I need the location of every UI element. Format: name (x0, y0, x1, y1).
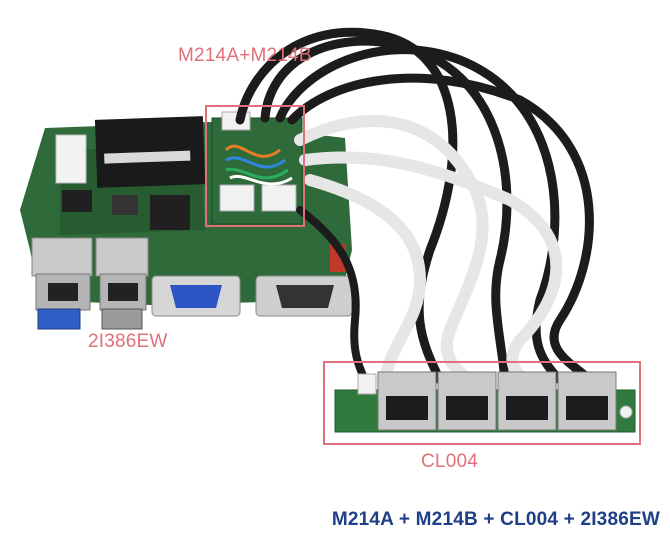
highlight-box-cl004 (323, 361, 641, 445)
caption: M214A + M214B + CL004 + 2I386EW (331, 509, 660, 530)
label-cl004: CL004 (421, 451, 478, 472)
cl004-board (334, 371, 636, 433)
label-2i386ew: 2I386EW (88, 331, 168, 352)
highlight-box-m214 (205, 105, 305, 227)
m214-modules (211, 111, 303, 225)
label-m214: M214A+M214B (178, 45, 312, 66)
